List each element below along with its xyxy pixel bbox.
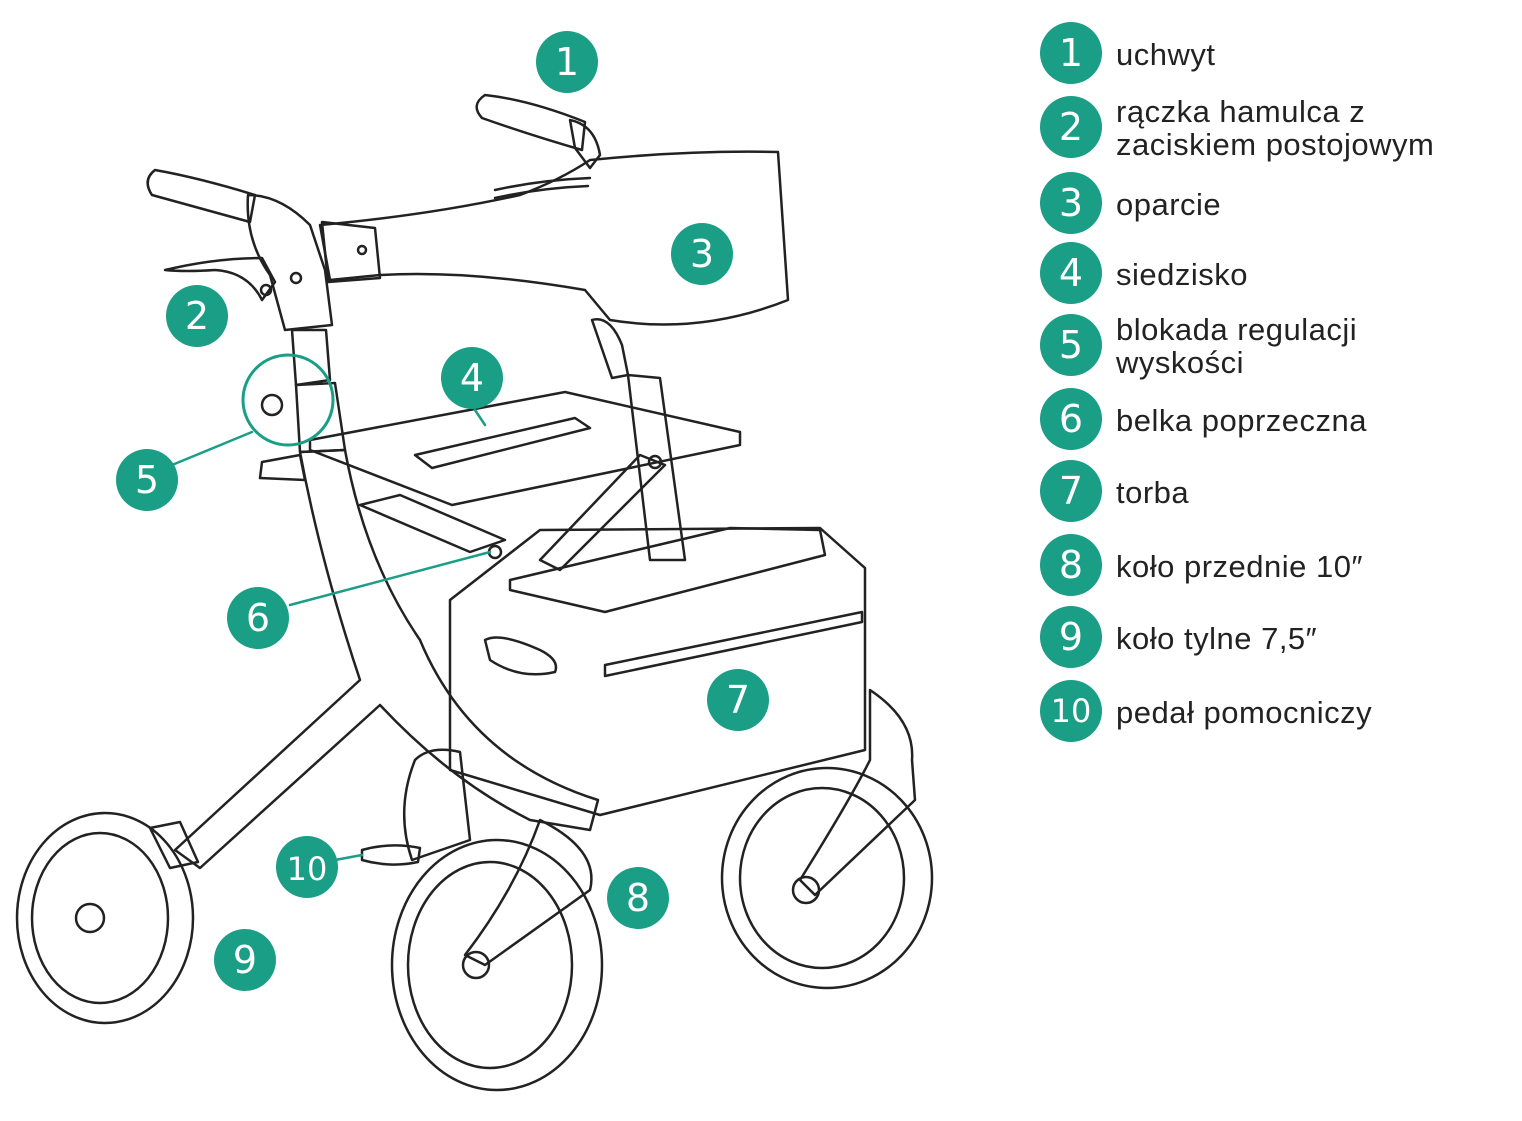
- right-brake-lever: [493, 176, 592, 200]
- callout-badge-2: [166, 285, 228, 347]
- legend-item-2: 2 rączka hamulca z zaciskiem postojowym: [1040, 94, 1520, 162]
- legend-badge: 10: [1040, 680, 1102, 742]
- bag: [448, 526, 867, 817]
- callout-number-8: 8: [626, 876, 650, 920]
- left-brake-lever: [163, 256, 277, 302]
- legend-item-4: 4 siedzisko: [1040, 242, 1520, 306]
- leader-line-6: [288, 550, 492, 607]
- callout-number-3: 3: [690, 232, 714, 276]
- callout-number-5: 5: [135, 458, 159, 502]
- legend-item-6: 6 belka poprzeczna: [1040, 388, 1520, 452]
- legend-label: torba: [1116, 474, 1190, 510]
- callout-badge-9: [214, 929, 276, 991]
- legend-label: koło tylne 7,5″: [1116, 620, 1318, 656]
- legend-item-1: 1 uchwyt: [1040, 22, 1520, 86]
- bag-lid: [508, 526, 827, 614]
- legend: 1 uchwyt 2 rączka hamulca z zaciskiem po…: [1040, 0, 1520, 760]
- callout-badge-4: [441, 347, 503, 409]
- right-handle: [475, 93, 587, 152]
- callout-number-6: 6: [246, 596, 270, 640]
- legend-label: uchwyt: [1116, 36, 1216, 72]
- callout-number-7: 7: [726, 678, 750, 722]
- legend-badge: 4: [1040, 242, 1102, 304]
- legend-label: blokada regulacji wyskości: [1116, 312, 1358, 380]
- callout-badge-5: [116, 449, 178, 511]
- rear-right-wheel: [402, 748, 472, 862]
- legend-label: pedał pomocniczy: [1116, 694, 1373, 730]
- legend-badge: 3: [1040, 172, 1102, 234]
- legend-label: siedzisko: [1116, 256, 1248, 292]
- legend-item-9: 9 koło tylne 7,5″: [1040, 606, 1520, 670]
- legend-label: rączka hamulca z zaciskiem postojowym: [1116, 94, 1435, 162]
- callout-badge-7: [707, 669, 769, 731]
- legend-badge: 6: [1040, 388, 1102, 450]
- legend-badge: 8: [1040, 534, 1102, 596]
- callout-number-1: 1: [555, 40, 579, 84]
- front-left-wheel: [390, 818, 604, 1092]
- legend-item-7: 7 torba: [1040, 460, 1520, 524]
- legend-badge: 7: [1040, 460, 1102, 522]
- left-post: [290, 328, 332, 387]
- callout-badge-6: [227, 587, 289, 649]
- legend-label: belka poprzeczna: [1116, 402, 1367, 438]
- seat-handle: [413, 416, 592, 470]
- callout-number-2: 2: [185, 294, 209, 338]
- callout-badge-1: [536, 31, 598, 93]
- callout-badge-8: [607, 867, 669, 929]
- callout-number-10: 10: [287, 850, 328, 888]
- backrest: [318, 150, 790, 326]
- legend-item-5: 5 blokada regulacji wyskości: [1040, 312, 1520, 380]
- callout-number-9: 9: [233, 938, 257, 982]
- pedal: [360, 844, 422, 866]
- legend-item-10: 10 pedał pomocniczy: [1040, 680, 1520, 744]
- left-handle: [146, 168, 257, 224]
- callout-number-4: 4: [460, 356, 484, 400]
- legend-label: oparcie: [1116, 186, 1222, 222]
- seat: [308, 390, 742, 507]
- rollator-illustration: [15, 93, 934, 1092]
- legend-item-8: 8 koło przednie 10″: [1040, 534, 1520, 598]
- leader-line-4: [473, 408, 487, 427]
- main-frame: [173, 448, 600, 870]
- legend-item-3: 3 oparcie: [1040, 172, 1520, 236]
- leader-line-5: [170, 430, 254, 467]
- rear-left-wheel: [15, 811, 200, 1025]
- legend-badge: 9: [1040, 606, 1102, 668]
- left-grip-housing: [246, 193, 334, 332]
- backrest-left-bracket: [320, 220, 382, 284]
- callout-badge-3: [671, 223, 733, 285]
- leader-line-10: [333, 853, 364, 862]
- height-lock-highlight: [241, 353, 335, 447]
- legend-badge: 2: [1040, 96, 1102, 158]
- legend-badge: 1: [1040, 22, 1102, 84]
- callout-badge-10: [276, 836, 338, 898]
- legend-label: koło przednie 10″: [1116, 548, 1363, 584]
- legend-badge: 5: [1040, 314, 1102, 376]
- front-right-wheel: [720, 688, 934, 990]
